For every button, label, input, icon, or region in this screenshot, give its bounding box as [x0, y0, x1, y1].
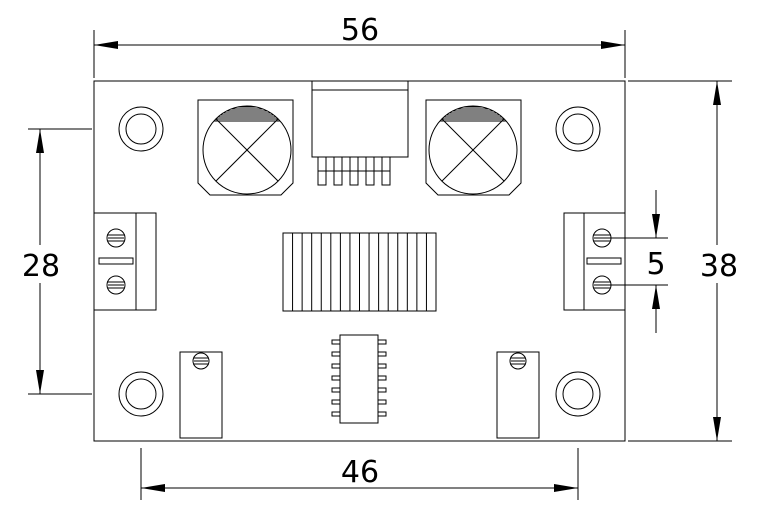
soic-pin: [377, 363, 387, 369]
potentiometer-left: [197, 99, 294, 196]
dimension-board-width: [93, 30, 626, 78]
mount-hole-top-left: [118, 106, 164, 152]
soic-pin: [377, 351, 387, 357]
heatsink: [282, 232, 437, 312]
soic-pin: [331, 339, 341, 345]
mount-hole-top-right: [555, 106, 601, 152]
potentiometer-right: [425, 99, 522, 196]
soic-chip: [331, 334, 387, 424]
mount-hole-bottom-left: [118, 371, 164, 417]
soic-pin: [331, 375, 341, 381]
dimension-label-46: 46: [341, 455, 379, 490]
soic-pin: [377, 387, 387, 393]
soic-pin: [377, 399, 387, 405]
soic-pin: [331, 411, 341, 417]
soic-pin: [377, 339, 387, 345]
dimension-terminal-pitch: [608, 190, 668, 333]
terminal-block-left: [93, 212, 157, 311]
dimension-mount-horizontal: [140, 448, 579, 500]
trimmer-right: [496, 351, 540, 439]
soic-pin: [377, 375, 387, 381]
soic-pin: [331, 399, 341, 405]
dimension-label-38: 38: [700, 249, 738, 284]
soic-pin: [377, 411, 387, 417]
regulator-ic: [311, 80, 409, 186]
dimension-label-28: 28: [22, 249, 60, 284]
terminal-block-right: [563, 212, 626, 311]
dimension-label-5: 5: [646, 247, 665, 282]
mount-hole-bottom-right: [555, 371, 601, 417]
dimension-label-56: 56: [341, 13, 379, 48]
soic-pin: [331, 363, 341, 369]
soic-pin: [331, 387, 341, 393]
dimension-mount-vertical: [28, 128, 92, 395]
trimmer-left: [179, 351, 223, 439]
soic-pin: [331, 351, 341, 357]
